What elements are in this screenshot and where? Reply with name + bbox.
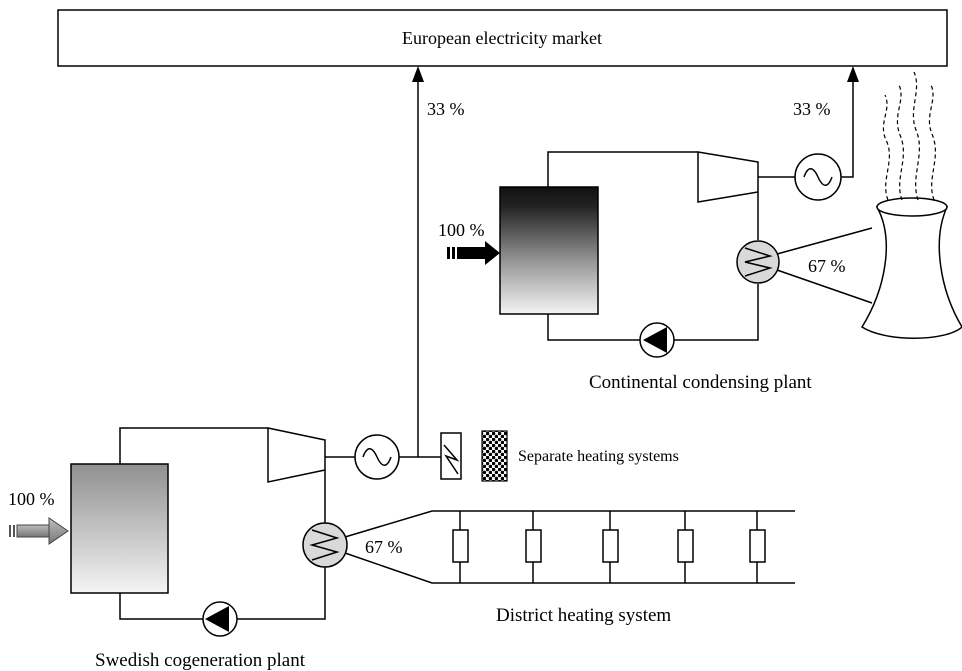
cogeneration-fuel-label: 100 % [8,489,55,509]
district-heating-label: District heating system [496,605,671,626]
condensing-plant-title: Continental condensing plant [589,372,812,393]
cogeneration-boiler [70,463,169,594]
cogeneration-turbine [267,427,326,483]
district-consumer [452,511,469,583]
condensing-fuel-label: 100 % [438,220,485,240]
condensing-heat-exchanger-icon [736,240,780,284]
condensing-generator-icon [794,153,842,201]
district-heating-network [344,510,795,584]
condensing-pump-icon [639,322,675,358]
cogeneration-heat-exchanger-icon [302,522,348,568]
separate-heating-label: Separate heating systems [518,448,679,465]
condensing-electricity-line [841,66,859,178]
cogeneration-heat-label: 67 % [365,537,403,557]
cogeneration-electricity-label: 33 % [427,99,465,119]
district-consumer [602,511,619,583]
pellet-heater-icon [481,430,508,482]
market-label: European electricity market [402,28,602,48]
cooling-tower [860,197,962,339]
steam-plume [882,71,936,201]
district-consumer [749,511,766,583]
market-box: European electricity market [57,9,948,67]
cogeneration-plant-title: Swedish cogeneration plant [95,650,306,671]
district-consumer [677,511,694,583]
cogeneration-pump-icon [202,601,238,637]
cogeneration-plant [9,427,441,637]
condensing-fuel-arrow [447,241,500,265]
separate-heating-icons [440,430,508,482]
cogeneration-generator-icon [354,434,400,480]
condensing-boiler [499,186,599,315]
condensing-heat-loss-label: 67 % [808,256,846,276]
condensing-electricity-label: 33 % [793,99,831,119]
condensing-turbine [697,151,759,203]
cogeneration-electricity-line [412,66,424,457]
cogeneration-fuel-arrow [9,517,69,545]
electric-heater-icon [440,432,462,480]
condensing-plant [447,71,962,358]
district-consumer [525,511,542,583]
